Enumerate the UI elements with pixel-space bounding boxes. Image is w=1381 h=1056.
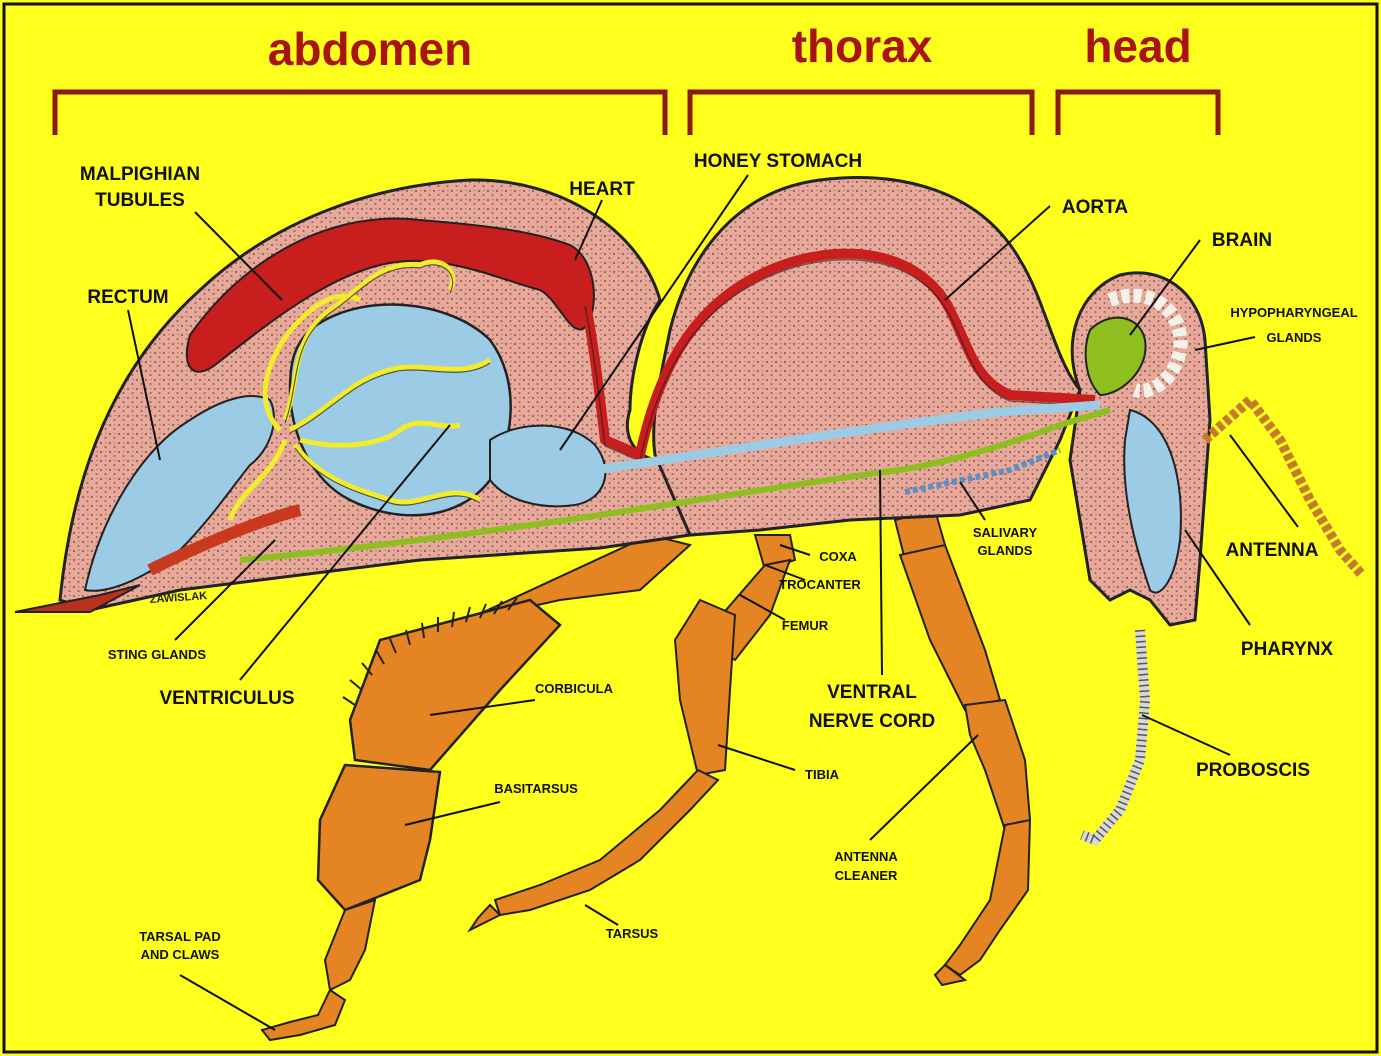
label-tibia: TIBIA [805,767,840,782]
label-femur: FEMUR [782,618,829,633]
region-label-head: head [1084,20,1191,72]
label-sting-glands: STING GLANDS [108,647,207,662]
label-tarsus: TARSUS [606,926,659,941]
label-rectum: RECTUM [87,287,168,308]
region-label-thorax: thorax [792,20,933,72]
label-tarsal-pad-and-claws-line2: AND CLAWS [141,947,220,962]
label-trocanter: TROCANTER [779,577,861,592]
label-coxa: COXA [819,549,857,564]
label-basitarsus: BASITARSUS [494,781,578,796]
label-tarsal-pad-and-claws-line1: TARSAL PAD [139,929,221,944]
label-hypopharyngeal-glands-line1: HYPOPHARYNGEAL [1230,305,1357,320]
label-heart: HEART [569,179,635,200]
label-ventral-nerve-cord-line2: NERVE CORD [809,711,935,732]
label-corbicula: CORBICULA [535,681,614,696]
label-salivary-glands-line1: SALIVARY [973,525,1038,540]
label-proboscis: PROBOSCIS [1196,760,1310,781]
label-antenna-cleaner-line2: CLEANER [835,868,898,883]
region-label-abdomen: abdomen [268,23,472,75]
label-brain: BRAIN [1212,230,1272,251]
label-salivary-glands-line2: GLANDS [978,543,1033,558]
label-antenna: ANTENNA [1226,540,1319,561]
label-antenna-cleaner-line1: ANTENNA [834,849,898,864]
label-ventral-nerve-cord-line1: VENTRAL [827,682,917,703]
label-ventriculus: VENTRICULUS [159,688,294,709]
label-malpighian-tubules-line2: TUBULES [95,190,185,211]
label-aorta: AORTA [1062,197,1128,218]
label-malpighian-tubules-line1: MALPIGHIAN [80,164,200,185]
label-pharynx: PHARYNX [1241,639,1334,660]
label-hypopharyngeal-glands-line2: GLANDS [1267,330,1322,345]
label-honey-stomach: HONEY STOMACH [694,151,862,172]
